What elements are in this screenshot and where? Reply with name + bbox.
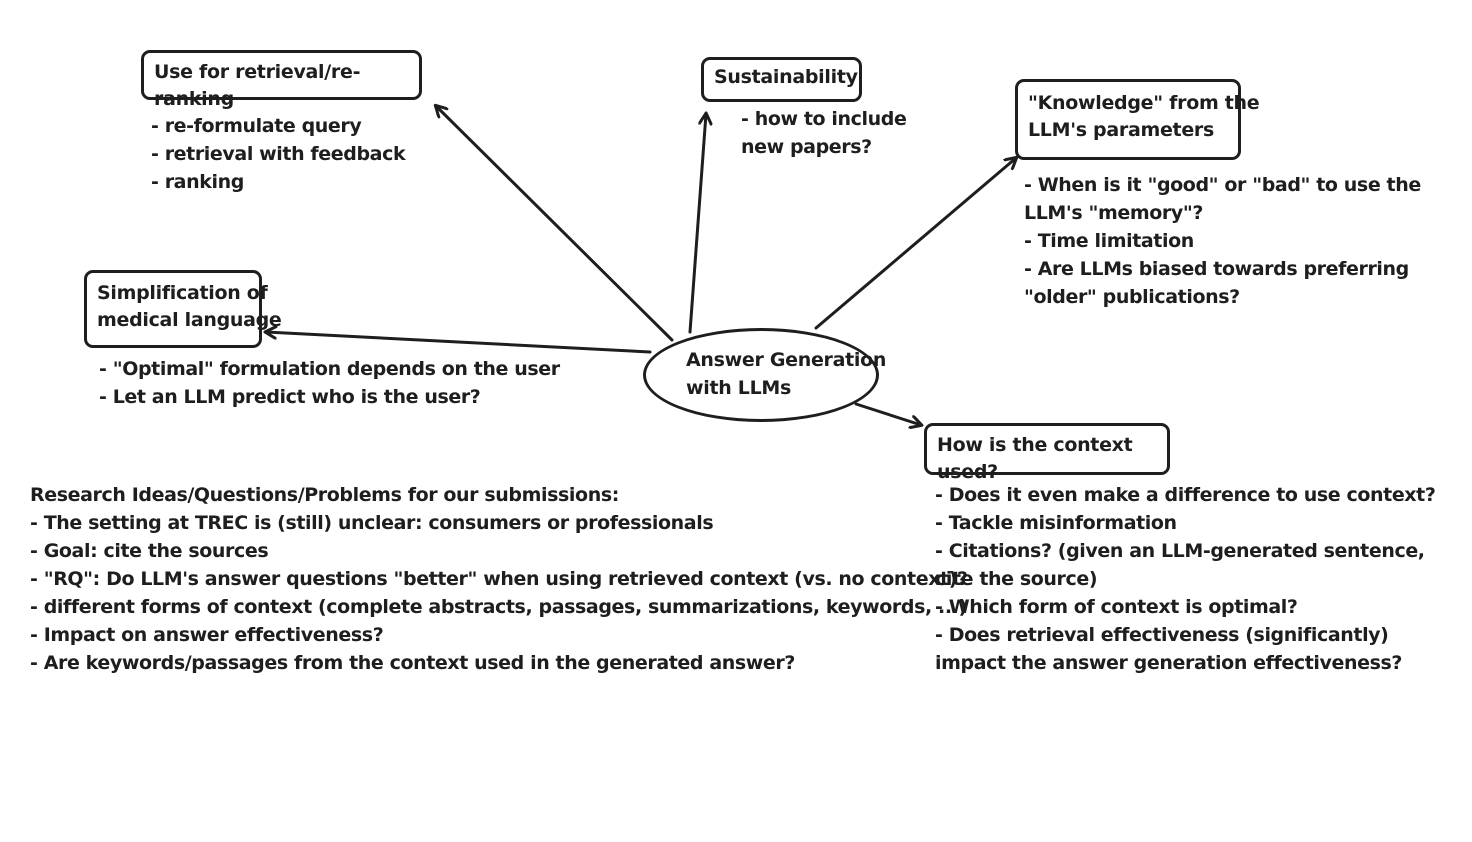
knowledge-title-line-1: "Knowledge" from the	[1028, 92, 1260, 114]
center-line-2: with LLMs	[686, 377, 792, 399]
sustainability-title: Sustainability	[714, 66, 858, 88]
arrow-to-retrieval	[436, 106, 674, 342]
context-note: impact the answer generation effectivene…	[935, 652, 1403, 674]
research-item: - different forms of context (complete a…	[30, 596, 967, 618]
context-note: - Does retrieval effectiveness (signific…	[935, 624, 1389, 646]
arrow-to-sustainability	[688, 114, 706, 334]
simplification-title-line-1: Simplification of	[97, 282, 268, 304]
context-note: - Does it even make a difference to use …	[935, 484, 1436, 506]
context-note: - Tackle misinformation	[935, 512, 1177, 534]
center-node-label: Answer Generation with LLMs	[686, 346, 886, 402]
knowledge-node: "Knowledge" from the LLM's parameters	[1015, 79, 1260, 160]
research-item: - Goal: cite the sources	[30, 540, 269, 562]
sustainability-notes: - how to include new papers?	[741, 105, 907, 161]
context-note: - Citations? (given an LLM-generated sen…	[935, 540, 1425, 562]
knowledge-note: - Time limitation	[1024, 230, 1194, 252]
simplification-title-line-2: medical language	[97, 309, 282, 331]
arrow-to-context	[854, 402, 921, 425]
simplification-note: - Let an LLM predict who is the user?	[99, 386, 481, 408]
knowledge-title-line-2: LLM's parameters	[1028, 119, 1215, 141]
research-items: - The setting at TREC is (still) unclear…	[30, 509, 968, 677]
knowledge-notes: - When is it "good" or "bad" to use the …	[1024, 171, 1421, 311]
retrieval-note: - retrieval with feedback	[151, 143, 406, 165]
simplification-node: Simplification of medical language	[84, 270, 282, 348]
research-item: - "RQ": Do LLM's answer questions "bette…	[30, 568, 968, 590]
arrow-to-knowledge	[814, 158, 1016, 330]
simplification-notes: - "Optimal" formulation depends on the u…	[99, 355, 560, 411]
arrow-to-simplification	[266, 332, 652, 354]
research-heading: Research Ideas/Questions/Problems for ou…	[30, 484, 619, 506]
context-node: How is the context used?	[924, 423, 1170, 483]
research-item: - Impact on answer effectiveness?	[30, 624, 384, 646]
research-item: - The setting at TREC is (still) unclear…	[30, 512, 714, 534]
knowledge-note: - Are LLMs biased towards preferring	[1024, 258, 1409, 280]
knowledge-note: - When is it "good" or "bad" to use the	[1024, 174, 1421, 196]
context-notes: - Does it even make a difference to use …	[935, 481, 1436, 677]
knowledge-note: LLM's "memory"?	[1024, 202, 1203, 224]
knowledge-note: "older" publications?	[1024, 286, 1240, 308]
context-note: cite the source)	[935, 568, 1098, 590]
center-line-1: Answer Generation	[686, 349, 887, 371]
context-note: - Which form of context is optimal?	[935, 596, 1298, 618]
context-title: How is the context used?	[937, 434, 1133, 483]
retrieval-notes: - re-formulate query - retrieval with fe…	[151, 112, 406, 196]
sustainability-note: - how to include	[741, 108, 907, 130]
retrieval-note: - ranking	[151, 171, 244, 193]
simplification-note: - "Optimal" formulation depends on the u…	[99, 358, 560, 380]
research-item: - Are keywords/passages from the context…	[30, 652, 796, 674]
center-node	[643, 328, 879, 422]
retrieval-node: Use for retrieval/re-ranking	[141, 50, 422, 110]
sustainability-note: new papers?	[741, 136, 872, 158]
sustainability-node: Sustainability	[701, 57, 862, 102]
retrieval-title: Use for retrieval/re-ranking	[154, 61, 361, 110]
retrieval-note: - re-formulate query	[151, 115, 362, 137]
